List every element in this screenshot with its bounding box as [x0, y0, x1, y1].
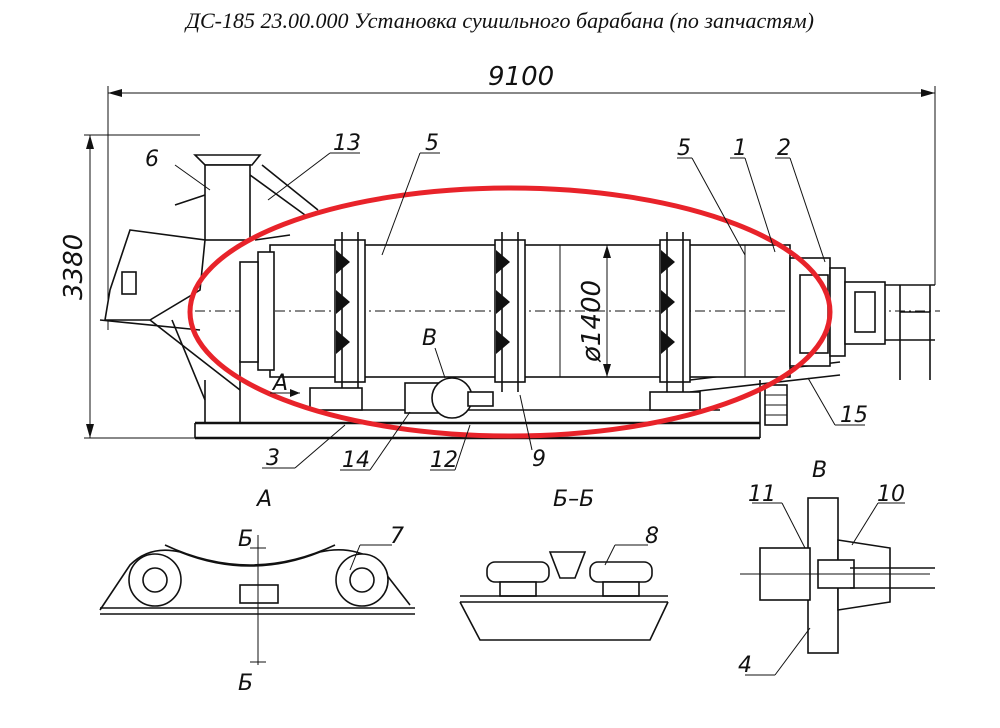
- dimension-height-text: 3380: [59, 234, 89, 300]
- section-bb: Б–Б 8: [459, 487, 669, 641]
- part-labels: 6 13 5 5 1 2 15 3 14 12 9 B A: [145, 131, 868, 473]
- loading-hopper: [99, 154, 319, 401]
- part-label-5a: 5: [425, 131, 439, 156]
- part-label-10: 10: [877, 482, 905, 507]
- dimension-height: 3380: [59, 134, 200, 439]
- part-label-7: 7: [390, 524, 404, 549]
- part-label-3: 3: [266, 446, 280, 471]
- part-label-13: 13: [333, 131, 361, 156]
- part-label-9: 9: [532, 447, 546, 472]
- diameter-text: ø1400: [577, 280, 607, 363]
- detail-v: B 11 10 4: [738, 458, 935, 678]
- drying-drum: ø1400: [195, 232, 940, 392]
- detail-v-title: B: [812, 458, 827, 483]
- leader-lines: [174, 152, 865, 471]
- drawing-title: ДС-185 23.00.000 Установка сушильного ба…: [186, 8, 814, 33]
- cut-b-top: Б: [238, 527, 253, 552]
- drum-ring-3: [659, 232, 691, 392]
- drive-assembly: [309, 377, 701, 419]
- dimension-length-text: 9100: [488, 62, 554, 92]
- highlight-ellipse: [187, 185, 833, 439]
- view-a: A Б Б 7: [99, 487, 415, 696]
- part-label-14: 14: [342, 448, 370, 473]
- drum-ring-2: [494, 232, 526, 392]
- part-label-15: 15: [840, 403, 868, 428]
- part-label-4: 4: [738, 653, 752, 678]
- view-a-title: A: [255, 487, 272, 512]
- discharge-head: [764, 257, 935, 426]
- cut-b-bottom: Б: [238, 671, 253, 696]
- part-label-6: 6: [145, 147, 159, 172]
- part-label-11: 11: [748, 482, 776, 507]
- detail-marker-b: B: [422, 326, 437, 351]
- drum-ring-1: [334, 232, 366, 392]
- part-label-2: 2: [777, 136, 791, 161]
- part-label-12: 12: [430, 448, 458, 473]
- part-label-5b: 5: [677, 136, 691, 161]
- part-label-8: 8: [645, 524, 659, 549]
- arrow-a-label: A: [271, 371, 288, 396]
- part-label-1: 1: [733, 136, 747, 161]
- dimension-length: 9100: [107, 62, 936, 330]
- section-bb-title: Б–Б: [553, 487, 594, 512]
